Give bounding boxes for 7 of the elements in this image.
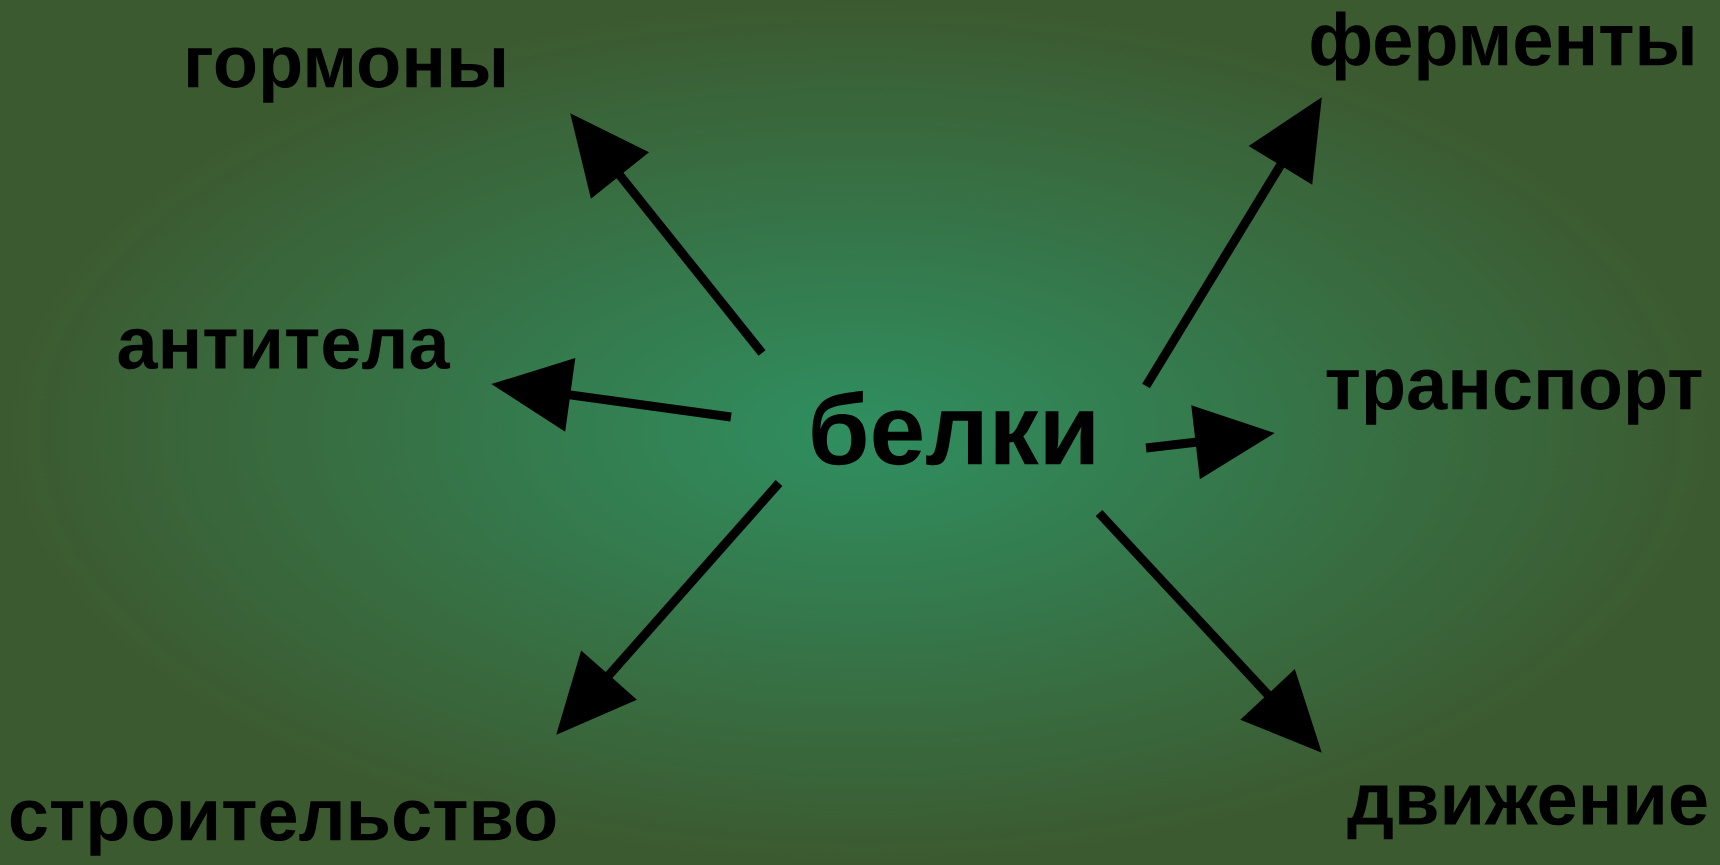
node-label: строительство (10, 800, 556, 856)
node-label: движение (1347, 784, 1707, 840)
node-label: ферменты (1311, 11, 1693, 81)
node-label: антитела (118, 328, 451, 370)
node-label: гормоны (188, 47, 505, 103)
node-label: транспорт (1326, 369, 1702, 425)
node-label: белки (812, 390, 1094, 466)
